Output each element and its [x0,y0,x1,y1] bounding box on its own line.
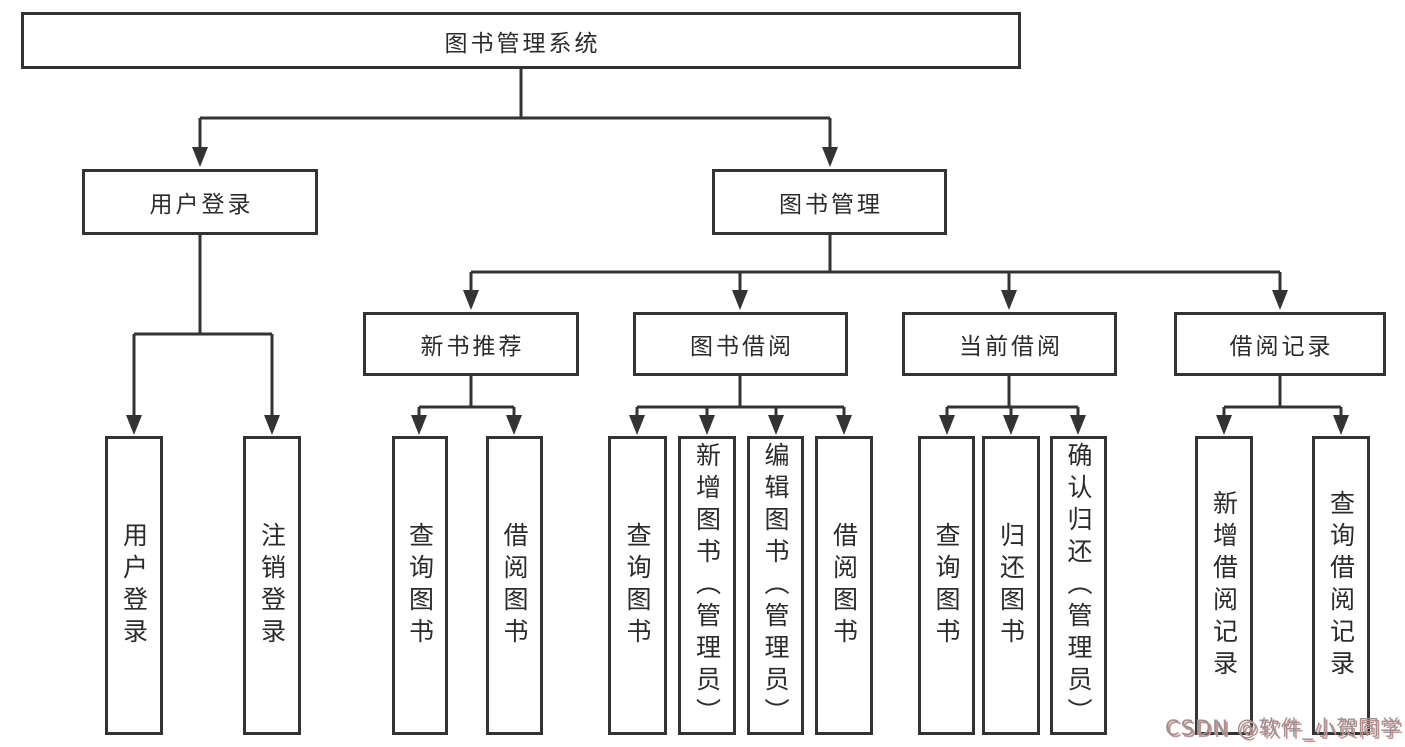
node-label: 图书管理系统 [444,30,601,57]
node-label: 查询图书 [405,521,435,650]
leaf-borrow-books-recommend: 借阅图书 [486,436,543,735]
leaf-query-books-recommend: 查询图书 [392,436,448,735]
node-label: 借阅记录 [1229,334,1334,360]
node-label: 图书管理 [779,192,883,218]
csdn-watermark: CSDN @软件_小贺同学 [1164,716,1402,740]
leaf-user-login: 用户登录 [105,436,163,735]
node-label: 确认归还（管理员） [1064,441,1093,730]
node-current-borrow: 当前借阅 [902,312,1117,376]
node-label: 查询图书 [623,521,652,650]
node-book-borrow: 图书借阅 [633,312,848,376]
node-label: 新增图书（管理员） [692,441,722,730]
leaf-borrow-books: 借阅图书 [815,436,873,735]
node-new-book-recommend: 新书推荐 [363,312,579,376]
node-label: 编辑图书（管理员） [761,441,790,730]
arrowhead-group [126,147,1349,435]
leaf-logout-login: 注销登录 [243,436,301,735]
leaf-query-books-current: 查询图书 [918,436,975,735]
node-label: 查询图书 [932,521,961,650]
node-system-root: 图书管理系统 [21,12,1021,69]
node-user-login: 用户登录 [82,169,318,235]
node-label: 当前借阅 [959,334,1063,360]
node-label: 新书推荐 [420,334,525,360]
node-label: 新增借阅记录 [1209,489,1239,682]
node-book-management: 图书管理 [712,169,947,235]
node-label: 用户登录 [149,192,254,218]
leaf-confirm-return-admin: 确认归还（管理员） [1050,436,1107,735]
leaf-return-books: 归还图书 [982,436,1040,735]
leaf-query-borrow-record: 查询借阅记录 [1312,436,1370,735]
node-label: 借阅图书 [829,521,859,650]
leaf-add-books-admin: 新增图书（管理员） [678,436,736,735]
leaf-edit-books-admin: 编辑图书（管理员） [747,436,804,735]
node-label: 图书借阅 [690,334,794,360]
node-borrow-records: 借阅记录 [1174,312,1386,376]
leaf-query-books-borrow: 查询图书 [608,436,667,735]
node-label: 注销登录 [257,521,287,650]
node-label: 用户登录 [119,521,149,650]
node-label: 归还图书 [996,521,1026,650]
leaf-add-borrow-record: 新增借阅记录 [1195,436,1253,735]
node-label: 借阅图书 [500,521,529,650]
node-label: 查询借阅记录 [1326,489,1356,682]
